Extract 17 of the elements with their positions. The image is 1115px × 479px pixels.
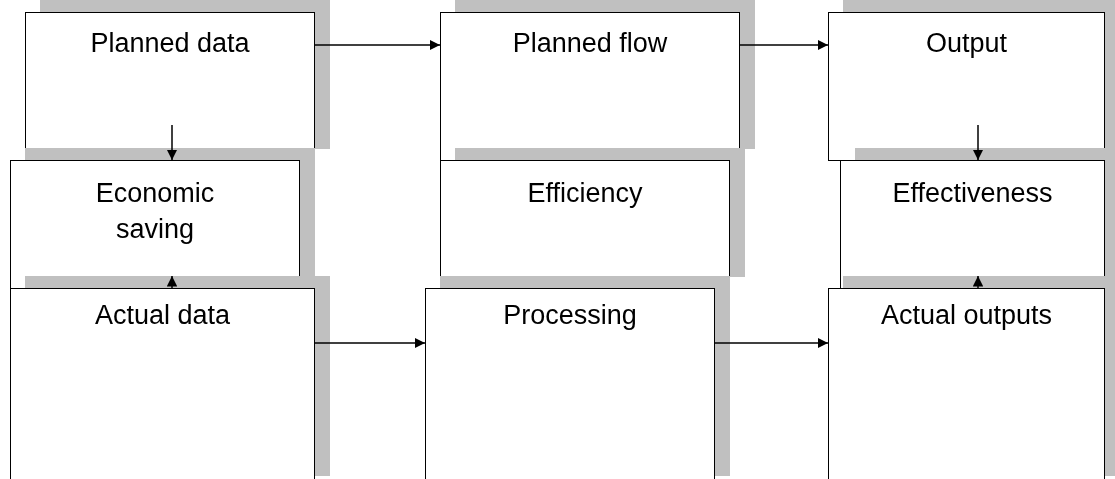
arrow [972,124,984,161]
arrow [972,275,984,289]
arrow [166,275,178,289]
arrow [314,337,426,349]
box-label: Processing [503,299,637,332]
arrow [314,39,441,51]
box-label: Efficiency [527,177,643,210]
arrow [714,337,829,349]
box-label: Output [925,27,1008,60]
box-label: Economic saving [94,177,216,246]
arrow [739,39,829,51]
box-label: Actual data [94,299,231,332]
box-label: Planned data [90,27,250,60]
box-label: Actual outputs [880,299,1053,332]
arrow [166,124,178,161]
box-label: Planned flow [512,27,668,60]
box-label: Effectiveness [892,177,1053,210]
